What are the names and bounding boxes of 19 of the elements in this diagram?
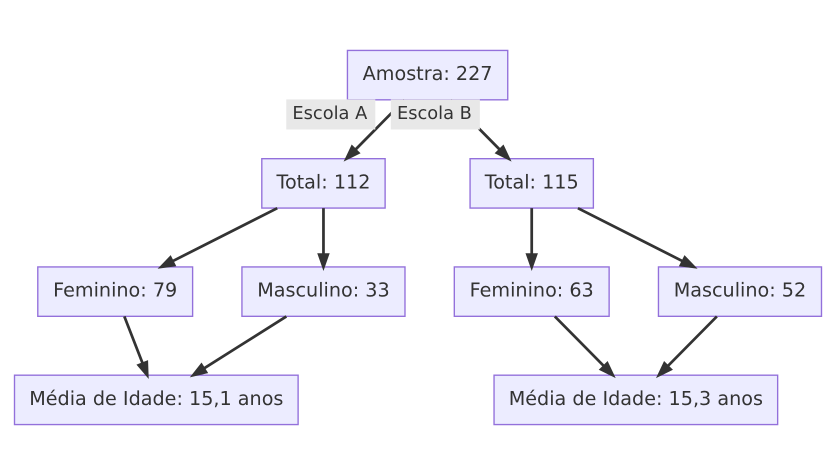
arrow <box>317 208 330 271</box>
arrow <box>577 206 698 268</box>
node-box: Média de Idade: 15,3 anos <box>493 374 778 425</box>
node-box: Amostra: 227 <box>346 49 508 100</box>
edge-label: Escola B <box>396 102 472 124</box>
arrow <box>123 315 149 378</box>
node-box: Feminino: 63 <box>454 266 610 316</box>
arrow <box>158 206 278 268</box>
node-box: Total: 112 <box>261 158 386 208</box>
arrow <box>656 314 718 378</box>
node-box: Masculino: 52 <box>658 266 822 316</box>
node-box: Feminino: 79 <box>37 266 194 316</box>
arrow <box>554 314 616 378</box>
arrow <box>190 314 288 377</box>
edge-label: Escola A <box>292 102 368 124</box>
arrow <box>525 208 538 271</box>
node-box: Média de Idade: 15,1 anos <box>14 374 299 425</box>
node-box: Total: 115 <box>469 158 594 208</box>
node-box: Masculino: 33 <box>241 266 406 316</box>
